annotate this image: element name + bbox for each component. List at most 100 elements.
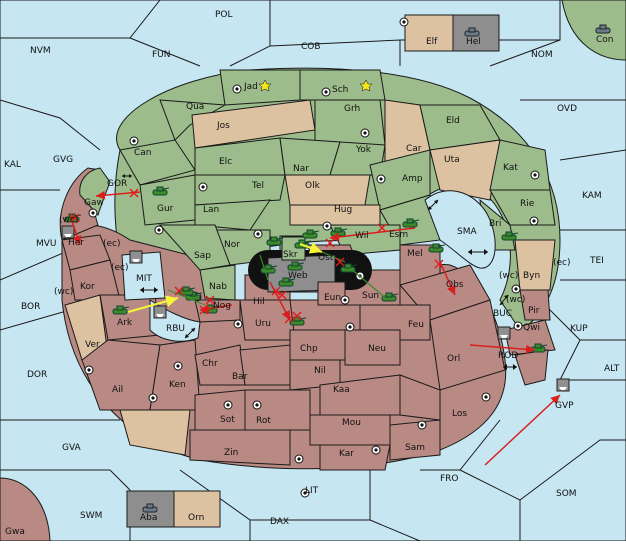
- army-icon[interactable]: [340, 263, 358, 273]
- fleet-icon[interactable]: [153, 305, 167, 319]
- region-gaw[interactable]: [79, 167, 111, 217]
- region-sma[interactable]: [424, 190, 496, 269]
- army-icon[interactable]: [302, 229, 320, 239]
- double-arrow-icon: [122, 174, 132, 178]
- supply-center-icon: [232, 84, 242, 94]
- province-label: SOM: [556, 489, 577, 499]
- province-label: GVA: [62, 443, 82, 453]
- army-icon[interactable]: [428, 243, 446, 253]
- fleet-icon[interactable]: [129, 250, 143, 264]
- region-orl[interactable]: [429, 299, 506, 391]
- region-jad[interactable]: [219, 69, 301, 106]
- region-ail[interactable]: [119, 409, 191, 456]
- province-label: Qua: [186, 102, 204, 112]
- army-icon[interactable]: [278, 277, 296, 287]
- province-label: Byn: [523, 271, 540, 281]
- supply-center-icon: [322, 221, 332, 231]
- fleet-icon[interactable]: [556, 378, 570, 392]
- army-icon[interactable]: [152, 186, 170, 196]
- province-label: Hel: [466, 37, 481, 47]
- province-label: Bar: [232, 372, 248, 382]
- fleet-icon[interactable]: [497, 326, 511, 340]
- province-label: Kaa: [333, 385, 350, 395]
- province-label: Sun: [362, 291, 379, 301]
- province-label: Jos: [216, 121, 230, 131]
- army-icon[interactable]: [464, 27, 480, 37]
- supply-center-icon: [360, 128, 370, 138]
- province-label: Grh: [344, 104, 360, 114]
- province-label: Esm: [389, 230, 408, 240]
- province-label: Her: [68, 238, 84, 248]
- supply-center-icon: [399, 17, 409, 27]
- supply-center-icon: [88, 208, 98, 218]
- province-label: Yok: [355, 145, 372, 155]
- province-label: POL: [215, 10, 233, 20]
- region-rie[interactable]: [489, 189, 556, 226]
- province-label: Nil: [314, 366, 326, 376]
- region-zin[interactable]: [189, 429, 291, 466]
- army-icon[interactable]: [501, 231, 519, 241]
- supply-center-icon: [84, 365, 94, 375]
- failed-order-cross-icon: [284, 314, 294, 324]
- double-arrow-icon: [503, 364, 517, 370]
- province-label: ALT: [604, 364, 620, 374]
- supply-center-icon: [481, 392, 491, 402]
- supply-center-icon: [300, 488, 310, 498]
- province-label: MIT: [136, 274, 152, 284]
- province-label: Hil: [253, 297, 265, 307]
- army-icon[interactable]: [402, 218, 420, 228]
- failed-order-cross-icon: [271, 286, 281, 296]
- province-label: KAM: [582, 191, 602, 201]
- supply-center-icon: [148, 393, 158, 403]
- region-eun-inner[interactable]: [317, 281, 346, 306]
- province-label: Lan: [203, 205, 219, 215]
- province-label: Ken: [169, 380, 186, 390]
- army-icon[interactable]: [287, 261, 305, 271]
- province-label: Los: [452, 409, 467, 419]
- province-label: TEI: [589, 256, 604, 266]
- region-elf[interactable]: [404, 14, 454, 52]
- province-label: (wc): [506, 295, 525, 305]
- province-label: GVG: [53, 155, 73, 165]
- support-line: [349, 267, 389, 301]
- supply-center-icon: [376, 174, 386, 184]
- province-label: Eld: [446, 116, 460, 126]
- region-orn[interactable]: [173, 490, 221, 528]
- failed-order-cross-icon: [199, 305, 209, 315]
- order-arrow-icon: [329, 227, 416, 242]
- region-sap[interactable]: [158, 224, 231, 271]
- fleet-icon[interactable]: [61, 225, 75, 239]
- province-label: Jad: [243, 82, 258, 92]
- province-label: Uta: [444, 155, 460, 165]
- region-gwa[interactable]: [519, 289, 551, 321]
- army-icon[interactable]: [595, 24, 611, 34]
- province-label: Con: [596, 35, 614, 45]
- region-uta[interactable]: [429, 139, 501, 201]
- order-arrow-icon: [95, 190, 141, 200]
- region-byn[interactable]: [514, 239, 556, 291]
- army-icon[interactable]: [266, 236, 284, 246]
- green-provinces: [119, 69, 556, 301]
- army-icon[interactable]: [142, 503, 158, 513]
- region-tel[interactable]: [194, 174, 286, 206]
- double-arrow-icon: [184, 327, 196, 339]
- army-icon[interactable]: [112, 305, 130, 315]
- region-nar[interactable]: [279, 137, 341, 176]
- order-arrow-icon: [484, 394, 561, 466]
- region-qwi[interactable]: [239, 344, 291, 386]
- supply-center-icon: [129, 136, 139, 146]
- province-label: Amp: [402, 174, 423, 184]
- region-neu[interactable]: [344, 329, 401, 366]
- region-rot[interactable]: [244, 389, 311, 431]
- province-label: Rie: [520, 199, 535, 209]
- province-label: SMA: [457, 227, 477, 237]
- province-label: Bri: [489, 219, 501, 229]
- region-sam[interactable]: [389, 419, 441, 461]
- province-label: FRO: [440, 474, 459, 484]
- province-label: Sch: [332, 85, 348, 95]
- region-olk[interactable]: [284, 174, 371, 206]
- supply-center-icon: [154, 225, 164, 235]
- province-label: Ail: [112, 385, 123, 395]
- province-label: Nar: [293, 164, 309, 174]
